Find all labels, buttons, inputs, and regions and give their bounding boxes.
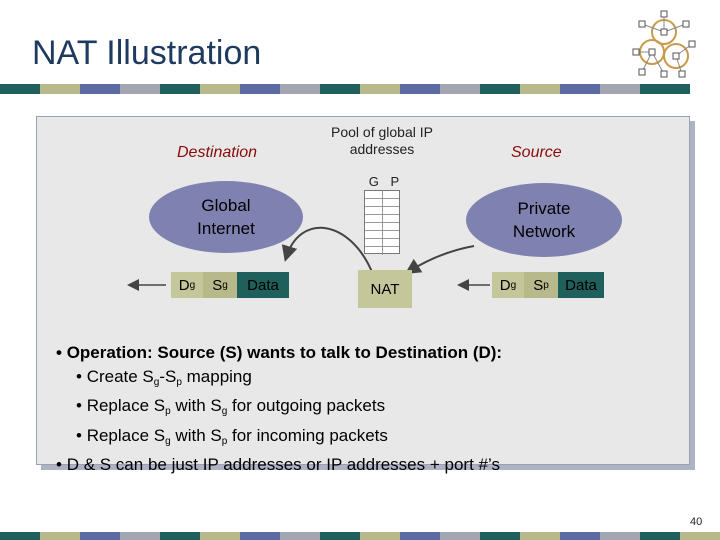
bullet-sub: p — [221, 435, 228, 447]
arrow-private-to-nat — [404, 245, 475, 275]
bullet-addresses-text: D & S can be just IP addresses or IP add… — [66, 455, 500, 474]
packet-src-letter: S — [533, 276, 544, 294]
private-network-line1: Private — [517, 199, 571, 218]
destination-label: Destination — [177, 144, 258, 161]
bullet-replace-incoming: • Replace Sg with Sp for incoming packet… — [76, 425, 388, 447]
bullet-list: • Operation: Source (S) wants to talk to… — [56, 341, 502, 477]
network-logo-icon — [632, 10, 696, 78]
bullet-operation-text: Operation: Source (S) wants to talk to D… — [66, 343, 503, 362]
packet-data-field: Data — [237, 272, 289, 298]
packet-data-field: Data — [558, 272, 604, 298]
global-internet-line1: Global — [201, 196, 251, 215]
bullet-sub: g — [153, 376, 160, 388]
packet-dest-sub: g — [189, 279, 196, 291]
bullet-text: -S — [159, 366, 177, 386]
packet-dest-sub: g — [510, 279, 517, 291]
page-number: 40 — [690, 516, 703, 528]
bottom-color-bar — [0, 532, 720, 540]
pool-columns-label: G P — [368, 174, 404, 189]
source-label: Source — [511, 144, 562, 161]
address-pool-table — [364, 190, 400, 255]
bullet-sub: g — [221, 406, 228, 417]
top-color-bar — [0, 84, 690, 94]
bullet-sub: p — [176, 376, 182, 388]
bullet-text: mapping — [181, 366, 252, 386]
private-network-line2: Network — [512, 222, 576, 241]
bullet-text: for incoming packets — [227, 425, 388, 445]
packet-dest-letter: D — [499, 276, 511, 294]
bullet-text: Create S — [86, 366, 154, 386]
packet-dest-letter: D — [178, 276, 190, 294]
packet-src-sub: g — [222, 279, 228, 291]
bullet-create-mapping: • Create Sg-Sp mapping — [76, 366, 252, 388]
bullet-text: for outgoing packets — [227, 396, 386, 415]
pool-label-line2: addresses — [349, 141, 415, 157]
bullet-sub: p — [165, 406, 171, 417]
arrow-nat-to-internet — [281, 226, 373, 273]
bullet-operation: • Operation: Source (S) wants to talk to… — [56, 343, 503, 362]
slide-title: NAT Illustration — [32, 34, 262, 72]
packet-src-sub: p — [543, 279, 549, 291]
bullet-text: Replace S — [86, 396, 166, 415]
bullet-text: with S — [170, 396, 222, 415]
packet-src-letter: S — [212, 276, 223, 294]
bullet-text: Replace S — [86, 425, 166, 445]
nat-box: NAT — [358, 270, 412, 308]
bullet-text: with S — [170, 425, 222, 445]
bullet-sub: g — [165, 435, 171, 447]
global-internet-ellipse: Global Internet — [149, 181, 303, 253]
bullet-addresses: • D & S can be just IP addresses or IP a… — [56, 455, 500, 474]
pool-label: Pool of global IP addresses — [312, 124, 452, 158]
global-internet-line2: Internet — [197, 219, 255, 238]
private-network-ellipse: Private Network — [466, 183, 622, 257]
bullet-replace-outgoing: • Replace Sp with Sg for outgoing packet… — [76, 396, 386, 417]
pool-label-line1: Pool of global IP — [331, 124, 433, 140]
